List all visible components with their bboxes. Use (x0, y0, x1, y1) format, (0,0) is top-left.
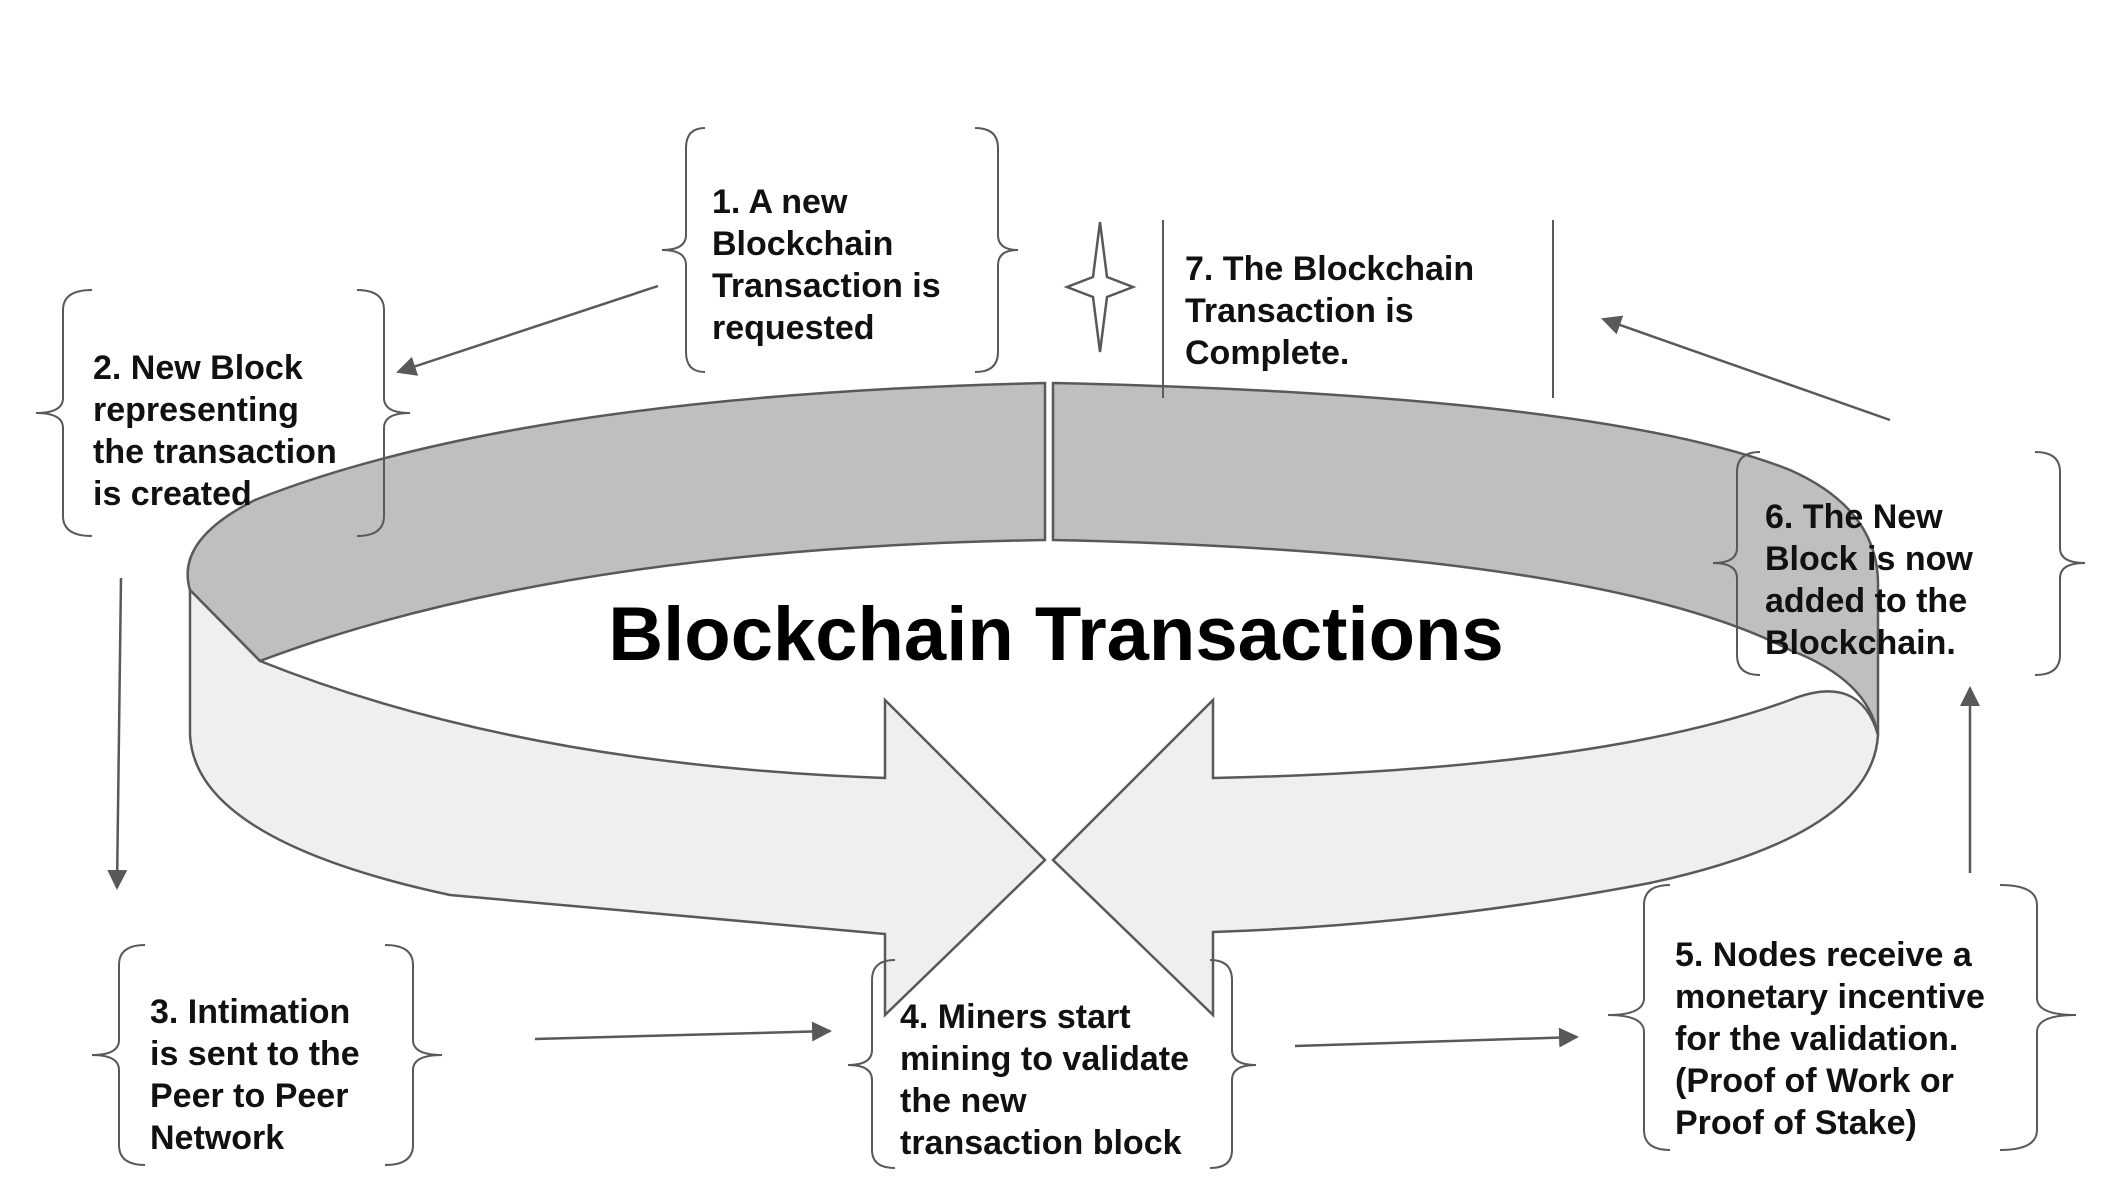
band-front-right-arrow (1051, 690, 1880, 1018)
step-7-line: Complete. (1185, 334, 1349, 372)
step-2-label: 2. New Block representing the transaction i… (93, 349, 337, 513)
brace-step-4-left (847, 959, 896, 1169)
circular-band (186, 381, 1880, 1018)
brace-step-5-left (1607, 884, 1671, 1151)
band-top-right (1051, 381, 1880, 736)
step-7-line: 7. The Blockchain (1185, 250, 1474, 288)
step-1-line: Blockchain (712, 225, 893, 263)
step-2-line: the transaction (93, 433, 337, 471)
step-5-line: for the validation. (1675, 1020, 1958, 1058)
step-4-line: transaction block (900, 1124, 1182, 1162)
arrow-step6-to-step7 (1601, 315, 1891, 422)
step-6-line: added to the (1765, 582, 1967, 620)
arrow-step3-to-step4 (534, 1021, 832, 1042)
step-5-line: (Proof of Work or (1675, 1062, 1954, 1100)
step-5-label: 5. Nodes receive a monetary incentive for … (1675, 936, 1985, 1142)
step-4-line: the new (900, 1082, 1027, 1120)
step-4-label: 4. Miners start mining to validate the new… (900, 998, 1189, 1162)
step-2-line: is created (93, 475, 252, 513)
connector-arrows (107, 284, 1980, 1048)
four-point-star-icon (1063, 221, 1137, 353)
step-3-line: is sent to the (150, 1035, 360, 1073)
arrow-step4-to-step5 (1294, 1027, 1579, 1048)
step-3-line: Peer to Peer (150, 1077, 348, 1115)
step-5-line: Proof of Stake) (1675, 1104, 1917, 1142)
band-front-left-arrow (188, 586, 1047, 1018)
step-1-line: 1. A new (712, 183, 848, 221)
brace-step-1-left (661, 127, 706, 373)
brace-step-1-right (974, 127, 1019, 373)
brace-step-2-left (35, 289, 93, 537)
step-6-line: 6. The New (1765, 498, 1943, 536)
step-2-line: representing (93, 391, 299, 429)
brace-step-6-left (1712, 451, 1761, 676)
brace-step-3-left (91, 944, 146, 1166)
brace-frames (35, 127, 2086, 1169)
step-1-line: requested (712, 309, 875, 347)
brace-step-6-right (2034, 451, 2086, 676)
step-3-line: Network (150, 1119, 284, 1157)
step-2-line: 2. New Block (93, 349, 303, 387)
brace-step-5-right (1999, 884, 2077, 1151)
brace-step-3-right (384, 944, 443, 1166)
brace-step-2-right (356, 289, 411, 537)
step-3-line: 3. Intimation (150, 993, 350, 1031)
step-6-line: Block is now (1765, 540, 1973, 578)
band-top-left (186, 381, 1047, 663)
step-4-line: 4. Miners start (900, 998, 1131, 1036)
step-1-line: Transaction is (712, 267, 941, 305)
arrow-step2-to-step3 (107, 577, 128, 890)
arrow-step1-to-step2 (396, 284, 659, 376)
step-5-line: monetary incentive (1675, 978, 1985, 1016)
step-7-line: Transaction is (1185, 292, 1414, 330)
step-4-line: mining to validate (900, 1040, 1189, 1078)
diagram-title: Blockchain Transactions (608, 592, 1503, 677)
step-6-line: Blockchain. (1765, 624, 1956, 662)
step-5-line: 5. Nodes receive a (1675, 936, 1973, 974)
brace-step-4-right (1209, 959, 1257, 1169)
